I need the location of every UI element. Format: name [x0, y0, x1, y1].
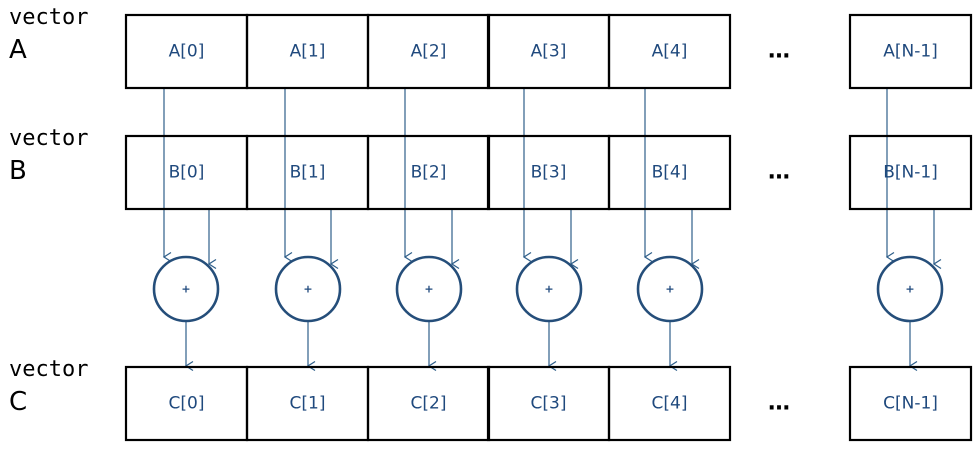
vector-c-cell-4: [607, 365, 732, 442]
vector-a-cell-3-label: A[3]: [531, 42, 567, 62]
vector-b-cell-1-label: B[1]: [290, 163, 326, 183]
adder-plus-5: +: [905, 283, 914, 296]
vector-a-label-letter: A: [9, 35, 27, 65]
adders-layer: + + + + + +: [152, 255, 944, 323]
adder-circle-5: [876, 255, 944, 323]
vector-b-ellipsis: …: [768, 160, 790, 185]
adder-plus-0: +: [181, 283, 190, 296]
boxes-layer: [124, 13, 973, 442]
vector-a-cell-0-label: A[0]: [169, 42, 205, 62]
vector-c-label-letter: C: [9, 387, 27, 417]
vector-c-ellipsis: …: [768, 391, 790, 416]
vector-a-cell-4-label: A[4]: [652, 42, 688, 62]
vector-a-cell-2-label: A[2]: [411, 42, 447, 62]
vector-c-cell-2-label: C[2]: [411, 394, 447, 414]
labels-layer: A[0]A[1]A[2]A[3]A[4]A[N-1]…vectorAB[0]B[…: [9, 5, 938, 417]
adder-plus-2: +: [424, 283, 433, 296]
vector-c-cell-last-label: C[N-1]: [883, 394, 938, 414]
vector-a-cell-4: [607, 13, 732, 90]
adder-plus-3: +: [544, 283, 553, 296]
vector-b-cell-last: [848, 134, 973, 211]
vector-c-label-word: vector: [9, 357, 88, 382]
adder-circle-3: [515, 255, 583, 323]
vector-a-cell-last: [848, 13, 973, 90]
vector-c-cell-0-label: C[0]: [169, 394, 205, 414]
adder-circle-0: [152, 255, 220, 323]
vector-c-cell-4-label: C[4]: [652, 394, 688, 414]
vector-a-ellipsis: …: [768, 39, 790, 64]
vector-b-cell-3-label: B[3]: [531, 163, 567, 183]
adder-plus-1: +: [303, 283, 312, 296]
vector-a-cell-last-label: A[N-1]: [883, 42, 938, 62]
adder-circle-1: [274, 255, 342, 323]
vector-c-cell-1-label: C[1]: [290, 394, 326, 414]
vector-b-cell-4-label: B[4]: [652, 163, 688, 183]
adder-circle-4: [636, 255, 704, 323]
vector-b-cell-last-label: B[N-1]: [883, 163, 938, 183]
vector-b-cell-2-label: B[2]: [411, 163, 447, 183]
vector-b-label-word: vector: [9, 126, 88, 151]
adder-circle-2: [395, 255, 463, 323]
vector-b-cell-4: [607, 134, 732, 211]
adder-plus-4: +: [665, 283, 674, 296]
vector-a-cell-1-label: A[1]: [290, 42, 326, 62]
vector-c-cell-last: [848, 365, 973, 442]
vector-b-label-letter: B: [9, 156, 27, 186]
vector-b-cell-0-label: B[0]: [169, 163, 205, 183]
vector-c-cell-3-label: C[3]: [531, 394, 567, 414]
vector-a-label-word: vector: [9, 5, 88, 30]
arrows-layer: [164, 88, 934, 366]
